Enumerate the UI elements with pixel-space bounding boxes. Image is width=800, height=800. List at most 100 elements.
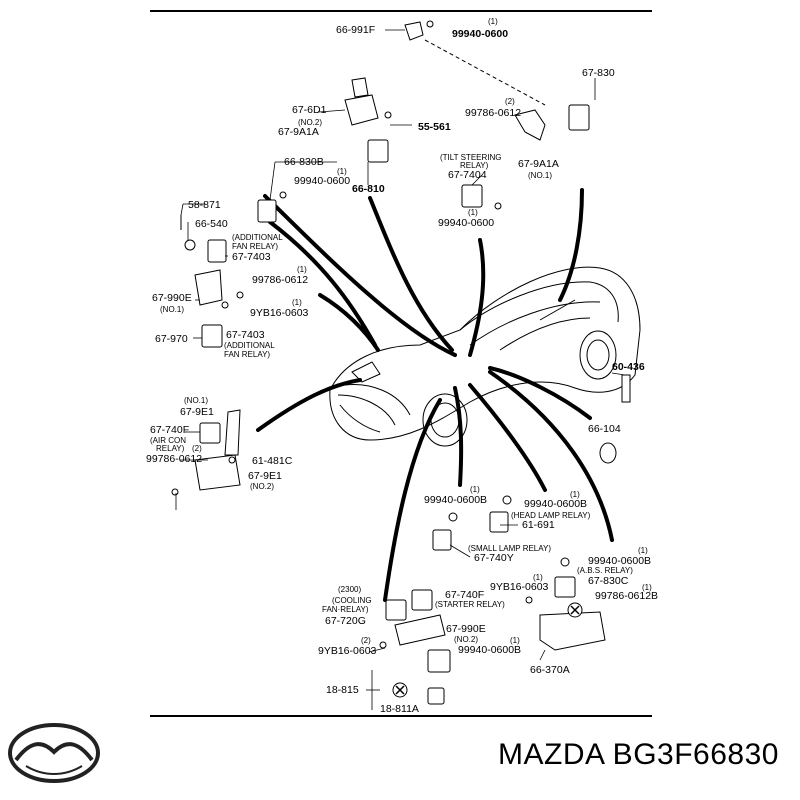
label-67-7403-b: 67-7403: [226, 329, 265, 341]
svg-text:(1): (1): [488, 17, 498, 26]
label-61-691: 61-691: [522, 519, 555, 531]
label-55-561: 55-561: [418, 121, 451, 133]
svg-text:(NO.1): (NO.1): [160, 305, 184, 314]
bolt-60436: [621, 374, 631, 403]
label-99940-0600-tilt: 99940-0600: [438, 217, 494, 229]
label-99786-0612B: 99786-0612B: [595, 590, 658, 602]
bracket-67990E-bot: [394, 614, 446, 646]
label-67-990E-bot: 67-990E: [446, 623, 486, 635]
svg-text:(AIR CON: (AIR CON: [150, 436, 186, 445]
svg-text:(1): (1): [533, 573, 543, 582]
svg-text:(1): (1): [292, 298, 302, 307]
relay-677404: [461, 184, 483, 208]
svg-text:FAN RELAY): FAN RELAY): [224, 350, 270, 359]
label-67-720G: 67-720G: [325, 615, 366, 627]
label-66-370A: 66-370A: [530, 664, 570, 676]
bracket-679A1A-right: [514, 109, 546, 141]
relay-66830B: [257, 199, 277, 223]
label-9YB16-0603-right: 9YB16-0603: [490, 581, 549, 593]
svg-text:(2300): (2300): [338, 585, 361, 594]
svg-text:(2): (2): [505, 97, 515, 106]
bracket-679E1-bot: [194, 454, 241, 491]
label-67-740F-bot: 67-740F: [445, 589, 484, 601]
label-66-830B: 66-830B: [284, 156, 324, 168]
label-9YB16-0603-left: 9YB16-0603: [250, 307, 309, 319]
car-outline: [329, 266, 641, 447]
svg-text:(2): (2): [361, 636, 371, 645]
relay-677403a: [207, 239, 227, 263]
svg-text:(1): (1): [638, 546, 648, 555]
bracket-66370A: [539, 611, 606, 651]
svg-text:(1): (1): [642, 583, 652, 592]
label-67-7403-a: 67-7403: [232, 251, 271, 263]
x-marks: [395, 605, 580, 695]
svg-text:(1): (1): [337, 167, 347, 176]
relay-67830C: [554, 576, 576, 598]
svg-text:(1): (1): [470, 485, 480, 494]
label-99940-0600-top: 99940-0600: [452, 28, 508, 40]
relay-67740F-bot: [411, 589, 433, 611]
part-sketches: [171, 20, 631, 705]
svg-text:RELAY): RELAY): [460, 161, 489, 170]
label-67-7404: 67-7404: [448, 169, 487, 181]
svg-text:(A.B.S. RELAY): (A.B.S. RELAY): [577, 566, 633, 575]
relay-677403b: [201, 324, 223, 348]
svg-text:(1): (1): [570, 490, 580, 499]
label-9YB16-0603-bot: 9YB16-0603: [318, 645, 377, 657]
label-67-990E-left: 67-990E: [152, 292, 192, 304]
dashed-leader: [424, 39, 546, 106]
label-67-830C: 67-830C: [588, 575, 629, 587]
label-18-815: 18-815: [326, 684, 359, 696]
bolt-top: [426, 20, 434, 28]
label-67-6D1: 67-6D1: [292, 104, 327, 116]
svg-text:(1): (1): [468, 208, 478, 217]
svg-text:(COOLING: (COOLING: [332, 596, 372, 605]
label-66-991F: 66-991F: [336, 24, 375, 36]
label-66-810: 66-810: [352, 183, 385, 195]
label-99940-0600B-b: 99940-0600B: [524, 498, 587, 510]
label-60-436: 60-436: [612, 361, 645, 373]
svg-text:(SMALL LAMP RELAY): (SMALL LAMP RELAY): [468, 544, 551, 553]
svg-text:(ADDITIONAL: (ADDITIONAL: [232, 233, 283, 242]
label-67-9E1-bot: 67-9E1: [248, 470, 282, 482]
svg-text:(2): (2): [192, 444, 202, 453]
pointer-lines: [175, 29, 626, 710]
svg-text:FAN RELAY): FAN RELAY): [232, 242, 278, 251]
brand-part-number: MAZDA BG3F66830: [498, 738, 779, 771]
relay-block-18815: [427, 649, 451, 673]
label-58-871: 58-871: [188, 199, 221, 211]
relay-67740Y: [432, 529, 452, 551]
svg-text:(NO.2): (NO.2): [454, 635, 478, 644]
grommet-66104: [599, 442, 617, 464]
labels: 66-991F (1) 99940-0600 67-830 67-6D1 (NO…: [146, 17, 658, 715]
svg-text:(1): (1): [510, 636, 520, 645]
label-18-811A: 18-811A: [380, 703, 419, 715]
label-99786-0612-left: 99786-0612: [252, 274, 308, 286]
relay-61691: [489, 511, 509, 533]
leader-lines: [256, 188, 614, 602]
label-67-9A1A-right: 67-9A1A: [518, 158, 559, 170]
label-99786-0612-top: 99786-0612: [465, 107, 521, 119]
relay-67720G: [385, 599, 407, 621]
label-67-9E1-top: 67-9E1: [180, 406, 214, 418]
relay-66810: [367, 139, 389, 163]
parts-diagram: 66-991F (1) 99940-0600 67-830 67-6D1 (NO…: [146, 10, 658, 717]
svg-text:(NO.1): (NO.1): [528, 171, 552, 180]
bracket-66991F: [404, 21, 424, 41]
svg-text:(NO.1): (NO.1): [184, 396, 208, 405]
svg-text:(1): (1): [297, 265, 307, 274]
relay-67830: [568, 104, 590, 131]
svg-text:(STARTER RELAY): (STARTER RELAY): [435, 600, 505, 609]
label-66-104: 66-104: [588, 423, 621, 435]
label-99786-0612-lower: 99786-0612: [146, 453, 202, 465]
svg-text:(TILT STEERING: (TILT STEERING: [440, 153, 502, 162]
bracket-679E1-top: [224, 409, 241, 456]
svg-text:(ADDITIONAL: (ADDITIONAL: [224, 341, 275, 350]
svg-text:RELAY): RELAY): [156, 444, 185, 453]
mazda-logo-icon: [8, 723, 100, 783]
label-67-970: 67-970: [155, 333, 188, 345]
svg-text:(NO.2): (NO.2): [250, 482, 274, 491]
label-99940-0600B-d: 99940-0600B: [458, 644, 521, 656]
label-67-740Y: 67-740Y: [474, 552, 514, 564]
bracket-676D1: [344, 94, 379, 126]
